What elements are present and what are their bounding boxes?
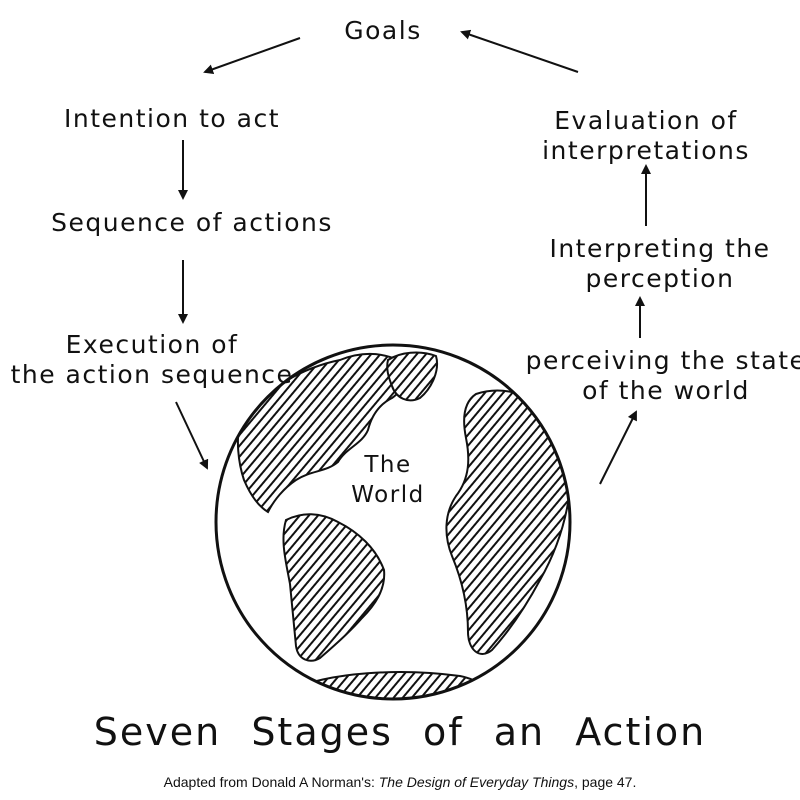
world-label-line-1: The bbox=[364, 452, 412, 478]
arrow-evaluation-to-goals bbox=[460, 29, 579, 73]
caption-book-title: The Design of Everyday Things bbox=[378, 774, 575, 790]
stage-sequence-of-actions: Sequence of actions bbox=[51, 208, 333, 237]
title-word-3: of bbox=[423, 710, 464, 754]
interpreting-line-1: Interpreting the bbox=[549, 234, 771, 263]
execution-line-2: the action sequence bbox=[10, 360, 294, 389]
caption-prefix: Adapted from Donald A Norman's: bbox=[163, 774, 379, 790]
arrow-world-to-perceiving bbox=[599, 410, 637, 485]
title-word-4: an bbox=[493, 710, 546, 754]
title-word-2: Stages bbox=[251, 710, 393, 754]
arrow-execution-to-world bbox=[175, 401, 209, 470]
evaluation-line-1: Evaluation of bbox=[554, 106, 738, 135]
caption-suffix: , page 47. bbox=[574, 774, 637, 790]
stage-intention-to-act: Intention to act bbox=[64, 104, 280, 133]
arrow-goals-to-intention bbox=[203, 37, 301, 75]
stage-execution: Execution of the action sequence bbox=[11, 330, 294, 390]
perceiving-line-2: of the world bbox=[582, 376, 750, 405]
world-label: The World bbox=[351, 450, 424, 510]
execution-line-1: Execution of bbox=[65, 330, 239, 359]
diagram-title: Seven Stages of an Action bbox=[86, 710, 714, 754]
world-label-line-2: World bbox=[351, 482, 425, 508]
stage-interpreting: Interpreting the perception bbox=[549, 234, 770, 294]
interpreting-line-2: perception bbox=[585, 264, 735, 293]
stage-evaluation: Evaluation of interpretations bbox=[542, 106, 750, 166]
title-word-1: Seven bbox=[93, 710, 222, 754]
stage-goals: Goals bbox=[344, 16, 422, 45]
stage-perceiving: perceiving the state of the world bbox=[526, 346, 800, 406]
title-word-5: Action bbox=[575, 710, 707, 754]
perceiving-line-1: perceiving the state bbox=[525, 346, 800, 375]
evaluation-line-2: interpretations bbox=[542, 136, 750, 165]
globe-icon bbox=[214, 343, 572, 701]
source-caption: Adapted from Donald A Norman's: The Desi… bbox=[164, 774, 637, 790]
